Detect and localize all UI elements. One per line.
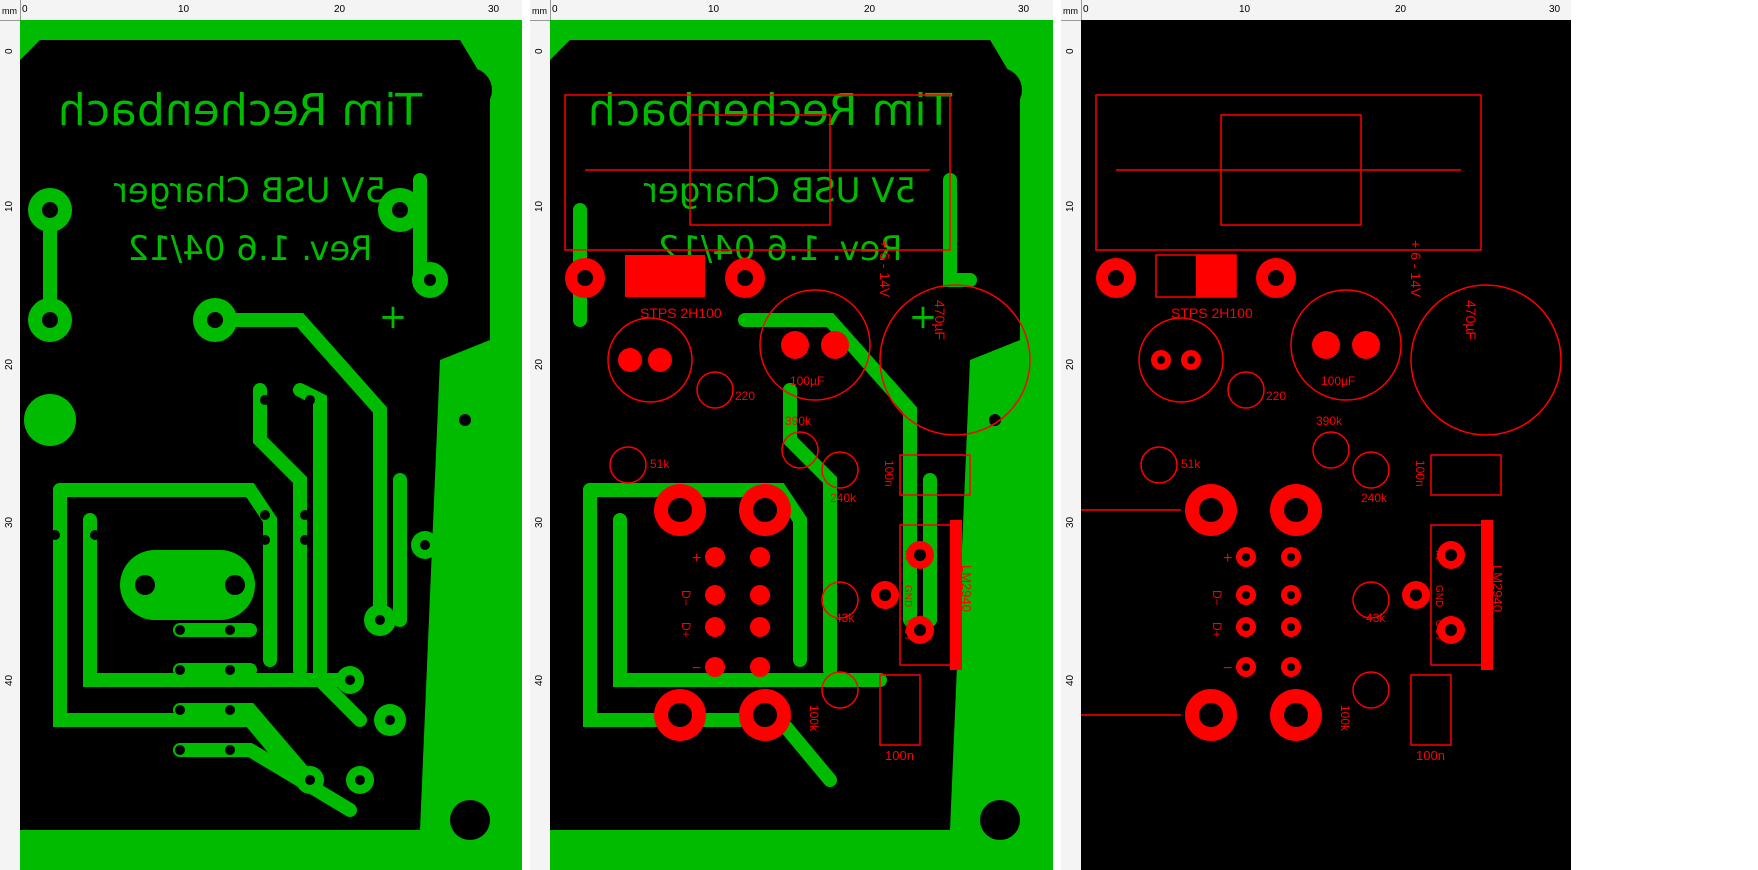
silk-diode-label: STPS 2H100 (1171, 305, 1253, 321)
ruler-vtick-30: 30 (4, 516, 15, 528)
silk-usb-dminus: D− (679, 590, 693, 606)
silk-pin-gnd: GND (1433, 585, 1444, 607)
silk-cap-470-label: 470µF (932, 300, 948, 340)
silk-ic-label: LM2940 (1490, 565, 1505, 612)
copper-plus-sign: + (379, 297, 408, 337)
silk-usb-plus: + (1223, 550, 1232, 567)
silk-usb-minus: − (692, 660, 701, 677)
silk-r51k-label: 51k (1181, 457, 1201, 471)
ruler-vtick-20: 20 (4, 358, 15, 370)
silk-r390k-label: 390k (1316, 414, 1343, 428)
copper-name-text: Tim Rechenbach (58, 85, 423, 136)
copper-revision-text: Rev. 1.6 04/12 (128, 229, 373, 269)
ruler-vtick-20: 20 (1065, 358, 1076, 370)
silk-pin-out: OUT (1433, 620, 1444, 641)
silk-usb-dplus: D+ (679, 622, 693, 638)
copper-name-text: Tim Rechenbach (588, 85, 953, 136)
copper-board: Tim Rechenbach 5V USB Charger Rev. 1.6 0… (20, 20, 522, 870)
silk-cap-100u-label: 100µF (790, 374, 824, 388)
panel-divider-2 (1053, 0, 1061, 870)
ruler-vtick-40: 40 (4, 674, 15, 686)
ruler-corner: mm (530, 0, 551, 21)
ruler-tick-0: 0 (22, 4, 28, 15)
silk-r240k-label: 240k (1361, 491, 1388, 505)
silk-pin-in: IN (902, 550, 913, 560)
ruler-vtick-40: 40 (534, 674, 545, 686)
silk-r220-label: 220 (1266, 389, 1286, 403)
silk-r43k-label: 43k (835, 611, 855, 625)
copper-bar-mark: I (1020, 190, 1029, 228)
ruler-tick-20: 20 (1395, 4, 1407, 15)
silk-c100n-b-label: 100n (1416, 748, 1445, 763)
ruler-vtick-40: 40 (1065, 674, 1076, 686)
ruler-corner: mm (1061, 0, 1082, 21)
ruler-tick-30: 30 (1018, 4, 1030, 15)
copper-title-text: 5V USB Charger (644, 171, 916, 211)
silk-pin-out: OUT (902, 620, 913, 641)
copper-view-panel: 0 10 20 30 0 10 20 30 40 mm (0, 0, 522, 870)
silk-usb-plus: + (692, 550, 701, 567)
ruler-tick-0: 0 (1083, 4, 1089, 15)
silk-ic-label: LM2940 (959, 565, 974, 612)
silk-c100n-b-label: 100n (885, 748, 914, 763)
silk-voltage-label: + 6 - 14V (1408, 240, 1424, 298)
ruler-corner: mm (0, 0, 21, 21)
silk-c100n-a-label: 100n (882, 460, 896, 487)
ruler-vtick-30: 30 (1065, 516, 1076, 528)
ruler-left: 0 10 20 30 40 (1061, 20, 1082, 870)
ruler-vtick-0: 0 (534, 48, 545, 54)
silk-r43k-label: 43k (1366, 611, 1386, 625)
ruler-tick-20: 20 (864, 4, 876, 15)
ruler-tick-0: 0 (552, 4, 558, 15)
ruler-tick-10: 10 (1239, 4, 1251, 15)
copper-bar-mark: I (490, 190, 499, 228)
ruler-vtick-10: 10 (4, 200, 15, 212)
silk-r390k-label: 390k (785, 414, 812, 428)
combined-view-panel: 0 10 20 30 0 10 20 30 40 mm Tim Rechen (530, 0, 1053, 870)
ruler-tick-30: 30 (1549, 4, 1561, 15)
silk-usb-dplus: D+ (1210, 622, 1224, 638)
silk-voltage-label: + 6 - 14V (877, 240, 893, 298)
silk-pin-gnd: GND (902, 585, 913, 607)
silk-r100k-label: 100k (1338, 705, 1352, 732)
ruler-top: 0 10 20 30 (530, 0, 1053, 21)
silk-c100n-a-label: 100n (1413, 460, 1427, 487)
ruler-tick-20: 20 (334, 4, 346, 15)
panel-divider-1 (522, 0, 530, 870)
silkscreen-view-panel: 0 10 20 30 0 10 20 30 40 mm (1061, 0, 1571, 870)
ruler-unit: mm (2, 6, 17, 16)
silk-r220-label: 220 (735, 389, 755, 403)
ruler-left: 0 10 20 30 40 (0, 20, 21, 870)
ruler-tick-30: 30 (488, 4, 500, 15)
silk-r51k-label: 51k (650, 457, 670, 471)
ruler-top: 0 10 20 30 (1061, 0, 1571, 21)
ruler-vtick-0: 0 (1065, 48, 1076, 54)
copper-title-text: 5V USB Charger (114, 171, 386, 211)
silk-r240k-label: 240k (830, 491, 857, 505)
silk-diode-label: STPS 2H100 (640, 305, 722, 321)
silk-cap-100u-label: 100µF (1321, 374, 1355, 388)
silk-cap-470-label: 470µF (1463, 300, 1479, 340)
ruler-vtick-10: 10 (534, 200, 545, 212)
silk-usb-minus: − (1223, 660, 1232, 677)
ruler-unit: mm (532, 6, 547, 16)
ruler-top: 0 10 20 30 (0, 0, 522, 21)
ruler-vtick-20: 20 (534, 358, 545, 370)
silk-r100k-label: 100k (807, 705, 821, 732)
ruler-vtick-0: 0 (4, 48, 15, 54)
combined-board: Tim Rechenbach 5V USB Charger Rev. 1.6 0… (550, 20, 1053, 870)
ruler-vtick-10: 10 (1065, 200, 1076, 212)
silk-usb-dminus: D− (1210, 590, 1224, 606)
ruler-unit: mm (1063, 6, 1078, 16)
ruler-tick-10: 10 (708, 4, 720, 15)
ruler-vtick-30: 30 (534, 516, 545, 528)
ruler-tick-10: 10 (178, 4, 190, 15)
ruler-left: 0 10 20 30 40 (530, 20, 551, 870)
copper-plus-sign: + (909, 297, 938, 337)
right-margin (1571, 0, 1758, 870)
silk-pin-in: IN (1433, 550, 1444, 560)
silkscreen-board: STPS 2H100 + 6 - 14V 470µF 100µF 220 390… (1081, 20, 1571, 870)
